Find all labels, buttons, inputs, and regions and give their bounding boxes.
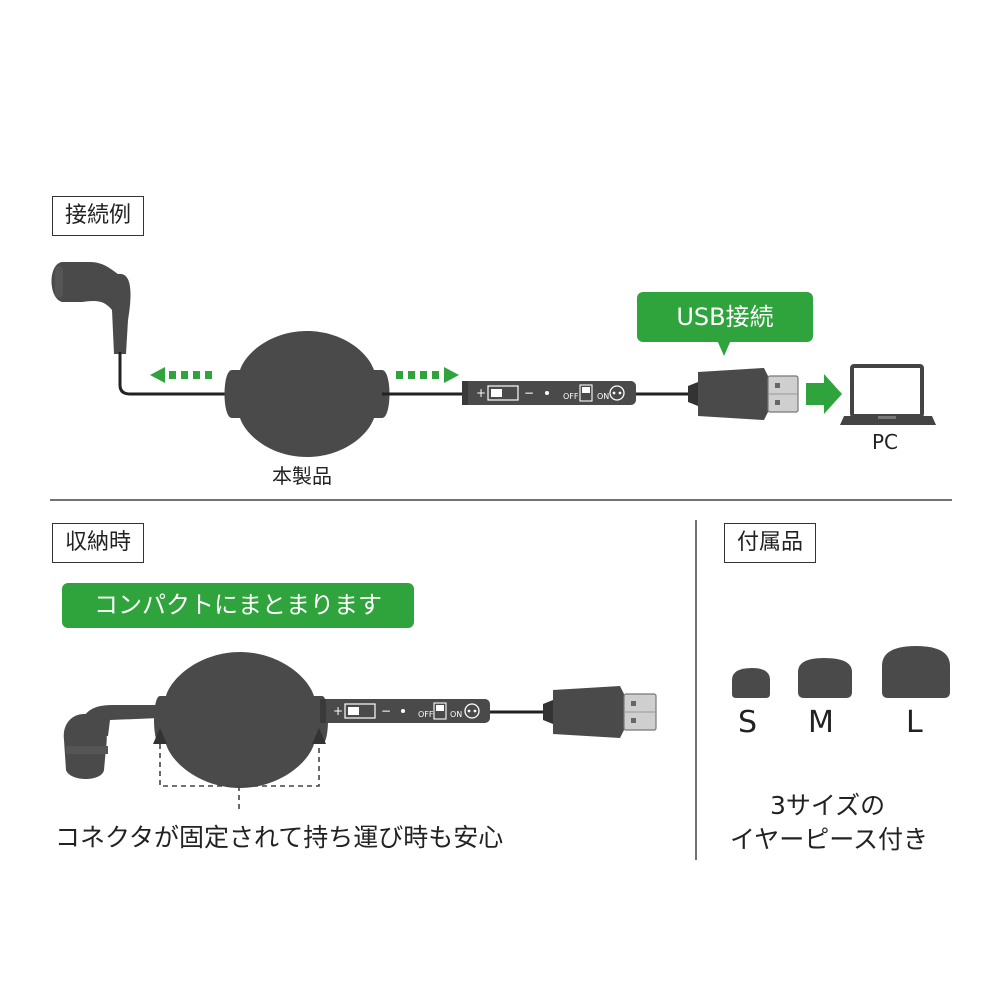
stored-usb-plug-icon <box>543 686 657 738</box>
ear-tip-medium-icon <box>798 658 852 698</box>
controller-on-label: ON <box>597 392 609 401</box>
size-label-l: L <box>906 705 923 740</box>
cord-reel-icon <box>224 331 390 457</box>
retract-arrow-left-icon <box>150 367 212 383</box>
stored-controller-on-label: ON <box>450 710 462 719</box>
stored-controller-minus-label: − <box>381 704 391 718</box>
stored-cord-reel-icon <box>154 652 328 788</box>
retract-arrow-right-icon <box>396 367 459 383</box>
size-label-m: M <box>808 705 834 740</box>
ear-tip-small-icon <box>732 668 770 698</box>
accessories-caption-line2: イヤーピース付き <box>730 825 929 854</box>
product-label: 本製品 <box>272 464 332 488</box>
usb-callout-pointer <box>717 340 731 356</box>
earbud-icon <box>51 262 131 354</box>
usb-connection-callout: USB接続 <box>637 292 813 342</box>
compact-callout: コンパクトにまとまります <box>62 583 414 628</box>
folded-earbud-icon <box>63 705 160 779</box>
controller-plus-label: + <box>476 386 486 400</box>
connect-arrow-icon <box>806 374 842 414</box>
controller-off-label: OFF <box>563 392 579 401</box>
storage-caption: コネクタが固定されて持ち運び時も安心 <box>55 823 504 852</box>
usb-plug-icon <box>688 368 799 420</box>
section-title-connection: 接続例 <box>52 196 145 236</box>
section-title-storage: 収納時 <box>52 523 145 563</box>
stored-inline-controller: + − OFF ON <box>320 699 490 723</box>
earbud-cable <box>118 352 232 396</box>
connector-lock-indicator <box>153 728 326 812</box>
pc-label: PC <box>872 430 899 454</box>
ear-tip-large-icon <box>882 646 950 698</box>
accessories-caption-line1: 3サイズの <box>770 791 886 820</box>
stored-controller-plus-label: + <box>333 704 343 718</box>
compact-callout-text: コンパクトにまとまります <box>94 591 382 619</box>
laptop-icon <box>840 364 936 425</box>
controller-minus-label: − <box>524 386 534 400</box>
inline-controller: + − OFF ON <box>462 381 636 405</box>
section-title-accessories: 付属品 <box>724 523 817 563</box>
stored-controller-off-label: OFF <box>418 710 434 719</box>
size-label-s: S <box>738 705 758 740</box>
usb-connection-callout-text: USB接続 <box>676 303 774 331</box>
